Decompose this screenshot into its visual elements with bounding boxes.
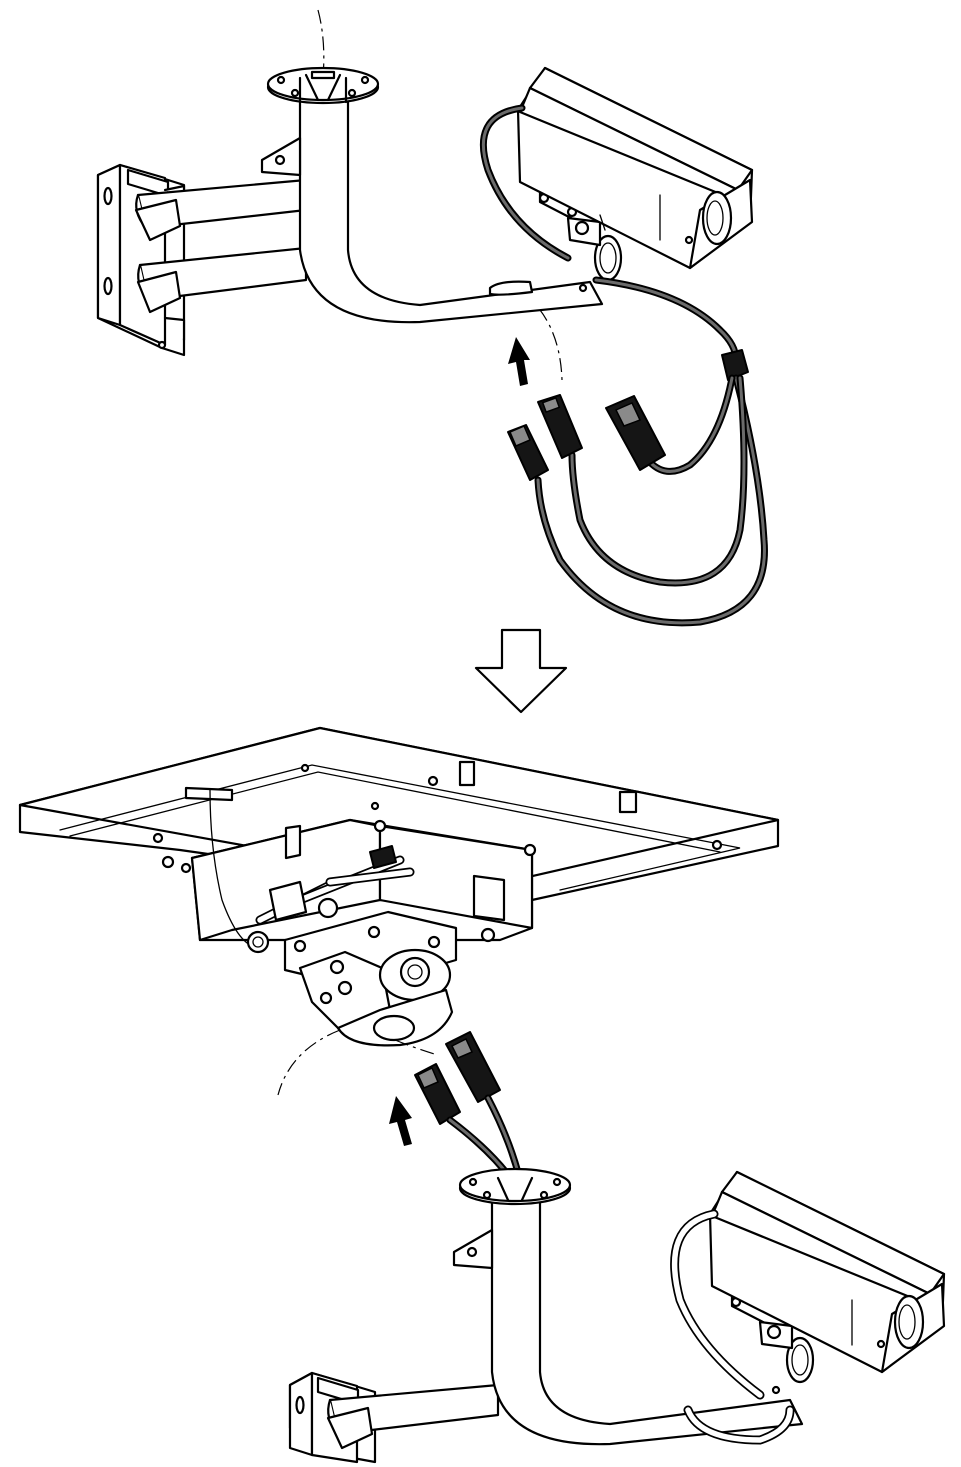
coaxial-connector bbox=[605, 395, 666, 471]
ceiling-plate bbox=[18, 726, 780, 902]
bottom-panel bbox=[18, 726, 946, 1464]
arm-end-cap bbox=[785, 1336, 815, 1384]
down-hollow-arrow-icon bbox=[474, 628, 568, 714]
up-arrow-icon bbox=[508, 337, 530, 386]
power-connector bbox=[537, 394, 583, 459]
bracket-arms bbox=[326, 1383, 500, 1450]
cable-guide-line bbox=[394, 1039, 439, 1056]
cable-entry-slot bbox=[488, 280, 534, 296]
cable-guide-line bbox=[277, 1029, 341, 1096]
camera-housing bbox=[708, 1170, 946, 1374]
up-arrow-icon bbox=[389, 1096, 412, 1146]
network-connector bbox=[507, 424, 549, 481]
network-connector bbox=[414, 1063, 461, 1125]
branch-cables bbox=[534, 374, 768, 627]
camera-housing bbox=[516, 66, 754, 270]
camera-cable bbox=[480, 104, 740, 364]
internal-wiring bbox=[209, 789, 415, 954]
power-connector bbox=[445, 1031, 501, 1103]
pan-tilt-head bbox=[283, 910, 458, 1047]
bracket-arms bbox=[134, 178, 308, 314]
screw bbox=[578, 283, 588, 293]
bracket-post bbox=[452, 1167, 804, 1446]
bracket-post bbox=[260, 66, 604, 324]
cable-splitter-sleeve bbox=[721, 349, 749, 381]
top-panel bbox=[96, 9, 768, 627]
